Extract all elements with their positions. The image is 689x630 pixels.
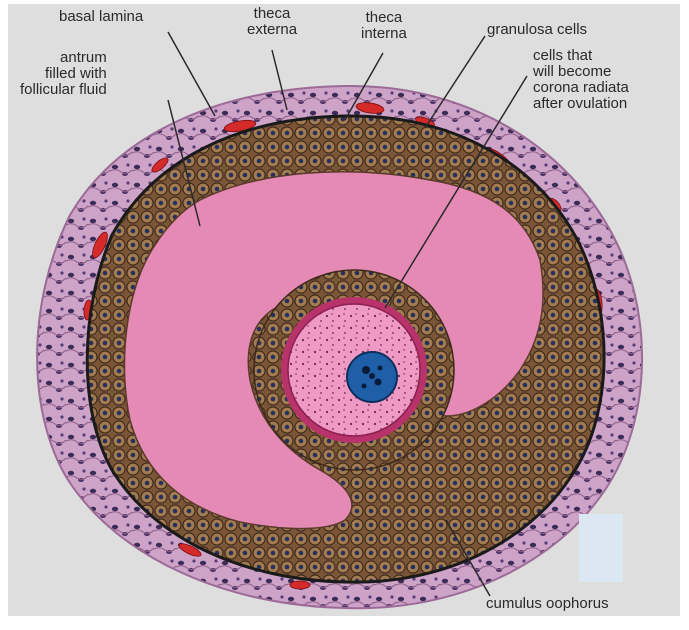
theca-interna-label: theca interna [361, 10, 407, 42]
theca-externa-label: theca externa [247, 6, 297, 38]
cumulus-oophorus-label: cumulus oophorus [486, 596, 609, 612]
granulosa-cells-label: granulosa cells [487, 22, 587, 38]
antrum-label: antrum filled with follicular fluid [20, 50, 107, 98]
basal-lamina-label: basal lamina [59, 9, 143, 25]
corona-radiata-label: cells that will become corona radiata af… [533, 48, 629, 112]
blank-box [579, 514, 623, 582]
